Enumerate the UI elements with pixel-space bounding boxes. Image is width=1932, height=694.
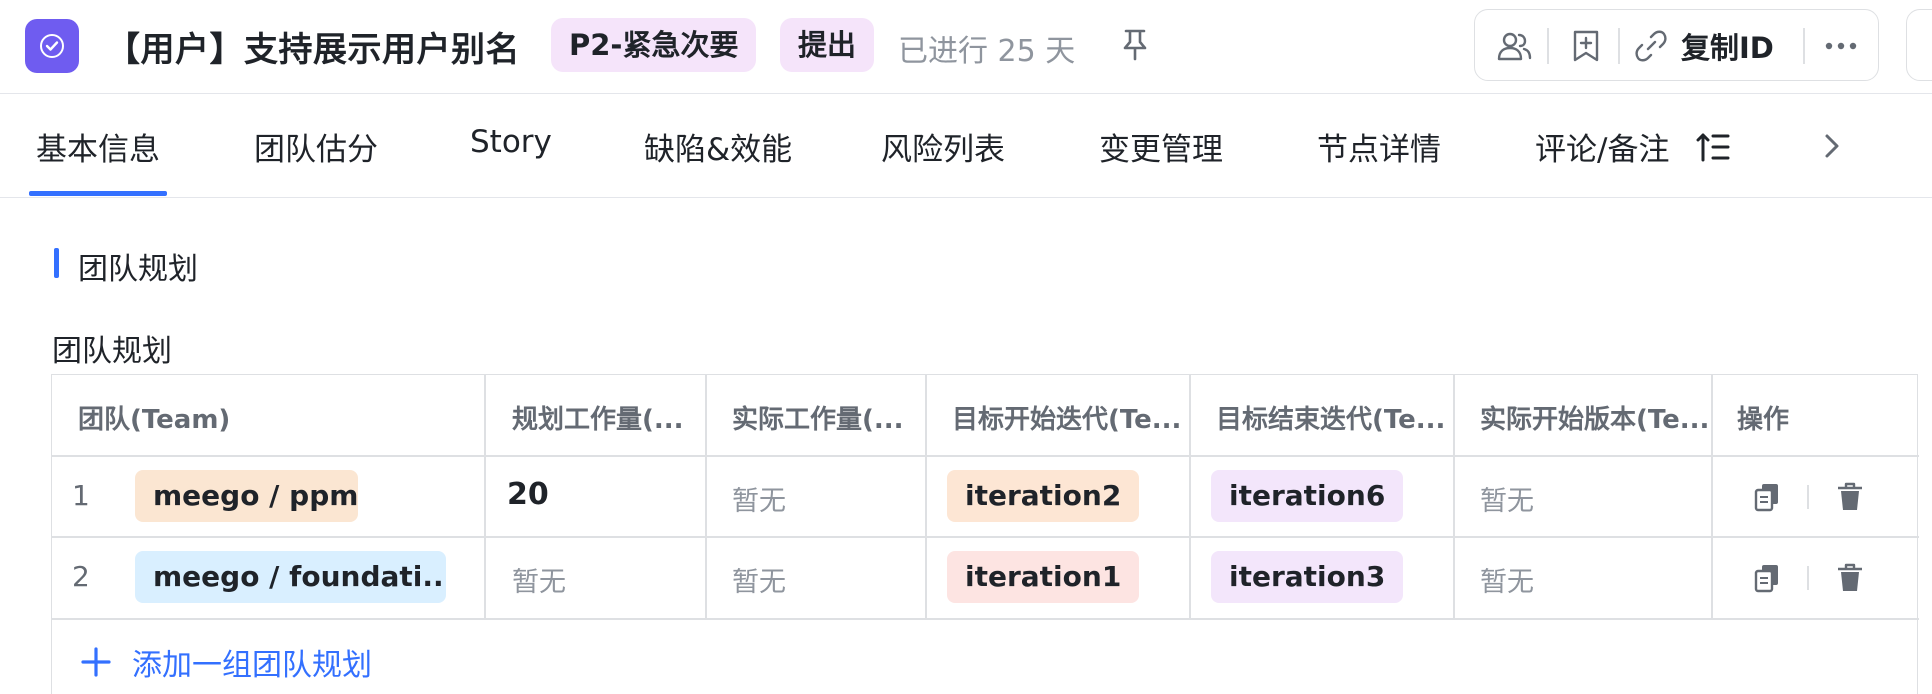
tab-changes[interactable]: 变更管理 <box>1099 132 1223 168</box>
sort-icon[interactable] <box>1696 131 1730 163</box>
add-team-plan-label: 添加一组团队规划 <box>132 648 372 683</box>
team-tag[interactable]: meego / ppm <box>135 470 358 522</box>
chevron-right-icon[interactable] <box>1820 130 1844 162</box>
copy-id-label: 复制ID <box>1681 31 1774 65</box>
bookmark-add-icon <box>1573 30 1599 62</box>
team-tag[interactable]: meego / foundati... <box>135 551 446 603</box>
column-header-actual-version: 实际开始版本(Te... <box>1480 405 1710 435</box>
actual-workload: 暂无 <box>732 567 786 598</box>
tab-comments[interactable]: 评论/备注 <box>1535 132 1670 168</box>
actual-version: 暂无 <box>1480 486 1534 517</box>
section-title: 团队规划 <box>78 252 198 287</box>
planned-workload[interactable]: 暂无 <box>512 567 566 598</box>
bookmark-button[interactable] <box>1565 28 1607 64</box>
tab-bar: 基本信息 团队估分 Story 缺陷&效能 风险列表 变更管理 节点详情 评论/… <box>0 94 1932 198</box>
status-badge[interactable]: 提出 <box>780 18 875 72</box>
column-header-start-iteration: 目标开始迭代(Te... <box>952 405 1182 435</box>
column-header-team: 团队(Team) <box>78 405 231 435</box>
plus-icon <box>81 647 111 677</box>
field-label: 团队规划 <box>52 334 172 369</box>
row-index: 1 <box>72 479 90 512</box>
page-title: 【用户】支持展示用户别名 <box>106 30 520 70</box>
end-iteration-tag[interactable]: iteration6 <box>1211 470 1404 522</box>
members-button[interactable] <box>1493 28 1535 64</box>
team-plan-table: 团队(Team) 规划工作量(... 实际工作量(... 目标开始迭代(Te..… <box>51 374 1919 694</box>
more-button[interactable] <box>1817 28 1865 64</box>
start-iteration-tag[interactable]: iteration1 <box>947 551 1140 603</box>
column-header-actual: 实际工作量(... <box>732 405 904 435</box>
actual-version: 暂无 <box>1480 567 1534 598</box>
header-toolbar: 复制ID <box>1474 9 1879 81</box>
trash-icon[interactable] <box>1836 563 1864 593</box>
close-button[interactable] <box>1906 9 1932 81</box>
column-header-planned: 规划工作量(... <box>512 405 684 435</box>
copy-icon[interactable] <box>1753 563 1781 593</box>
column-header-actions: 操作 <box>1737 405 1790 435</box>
page-header: 【用户】支持展示用户别名 P2-紧急次要 提出 已进行 25 天 <box>0 0 1932 94</box>
tab-node-details[interactable]: 节点详情 <box>1317 132 1441 168</box>
priority-badge[interactable]: P2-紧急次要 <box>551 18 757 72</box>
start-iteration-tag[interactable]: iteration2 <box>947 470 1140 522</box>
trash-icon[interactable] <box>1836 482 1864 512</box>
tab-story[interactable]: Story <box>470 124 552 160</box>
pin-icon[interactable] <box>1120 28 1150 62</box>
actual-workload: 暂无 <box>732 486 786 517</box>
planned-workload[interactable]: 20 <box>507 477 549 512</box>
tab-team-estimate[interactable]: 团队估分 <box>254 132 378 168</box>
copy-id-button[interactable]: 复制ID <box>1635 28 1855 65</box>
column-header-end-iteration: 目标结束迭代(Te... <box>1216 405 1446 435</box>
elapsed-days: 已进行 25 天 <box>898 34 1076 69</box>
link-icon <box>1635 30 1667 62</box>
copy-icon[interactable] <box>1753 482 1781 512</box>
end-iteration-tag[interactable]: iteration3 <box>1211 551 1404 603</box>
more-horizontal-icon <box>1825 42 1857 50</box>
users-icon <box>1497 32 1532 61</box>
add-team-plan-button[interactable]: 添加一组团队规划 <box>80 640 372 684</box>
active-tab-indicator <box>29 191 167 196</box>
row-index: 2 <box>72 560 90 593</box>
circle-check-icon <box>25 19 79 73</box>
tab-defects[interactable]: 缺陷&效能 <box>644 132 793 168</box>
section-marker <box>54 248 59 278</box>
tab-basic-info[interactable]: 基本信息 <box>36 132 160 168</box>
tab-risks[interactable]: 风险列表 <box>881 132 1005 168</box>
